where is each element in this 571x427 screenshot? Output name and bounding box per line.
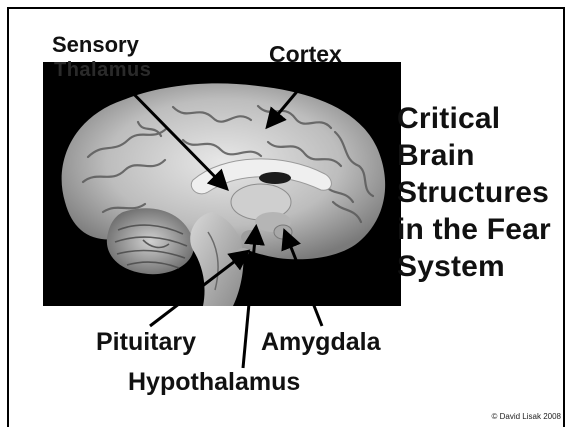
title-line: in the Fear [397,211,551,248]
label-sensory: Sensory [52,34,139,56]
label-pituitary: Pituitary [96,330,196,355]
title-line: Brain [397,137,551,174]
title-line: Critical [397,100,551,137]
label-hypothalamus: Hypothalamus [128,370,300,395]
label-amygdala: Amygdala [261,330,380,355]
label-cortex: Cortex [269,43,342,66]
label-thalamus: Thalamus [54,60,151,80]
title-line: System [397,248,551,285]
copyright-notice: © David Lisak 2008 [492,412,562,421]
title-line: Structures [397,174,551,211]
slide-title: Critical Brain Structures in the Fear Sy… [397,100,551,285]
brain-sagittal-image [43,62,401,306]
